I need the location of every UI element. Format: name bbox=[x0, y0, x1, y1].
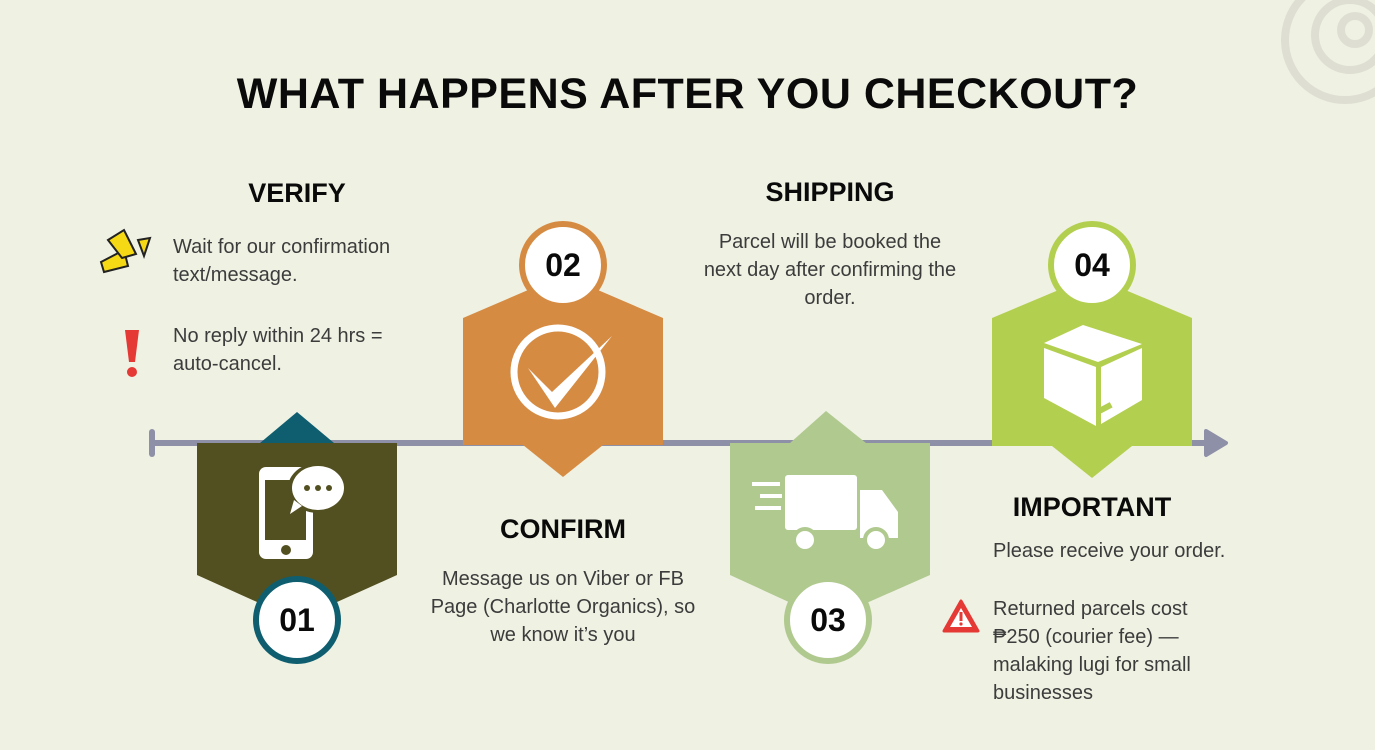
step-4-heading: IMPORTANT bbox=[1012, 492, 1172, 522]
step-2-heading: CONFIRM bbox=[500, 514, 626, 544]
exclamation-icon bbox=[125, 330, 139, 377]
step-1-note-2: No reply within 24 hrs = auto-cancel. bbox=[173, 325, 383, 375]
step-2-text: Message us on Viber or FB Page (Charlott… bbox=[430, 568, 696, 646]
step-2-marker bbox=[463, 221, 663, 477]
delivery-truck-icon bbox=[752, 475, 898, 553]
step-4-number: 04 bbox=[1074, 247, 1110, 283]
step-4-warning: Returned parcels cost ₱250 (courier fee)… bbox=[993, 598, 1191, 704]
step-3-marker bbox=[730, 411, 930, 664]
warning-triangle-icon bbox=[942, 599, 980, 633]
step-4-text: Please receive your order. bbox=[993, 540, 1226, 562]
parcel-box-icon bbox=[1044, 325, 1142, 426]
step-2-number: 02 bbox=[545, 247, 581, 283]
step-3-text: Parcel will be booked the next day after… bbox=[703, 231, 957, 309]
decorative-swirl bbox=[1281, 0, 1375, 104]
phone-chat-icon bbox=[259, 463, 348, 559]
attention-burst-icon bbox=[99, 228, 152, 274]
step-1-note-1: Wait for our confirmation text/message. bbox=[173, 236, 391, 286]
page-title: WHAT HAPPENS AFTER YOU CHECKOUT? bbox=[236, 70, 1139, 118]
step-3-heading: SHIPPING bbox=[765, 177, 895, 207]
checkmark-circle-icon bbox=[510, 324, 612, 420]
step-1-number: 01 bbox=[279, 602, 315, 638]
step-3-number: 03 bbox=[810, 602, 846, 638]
step-1-heading: VERIFY bbox=[248, 178, 346, 208]
